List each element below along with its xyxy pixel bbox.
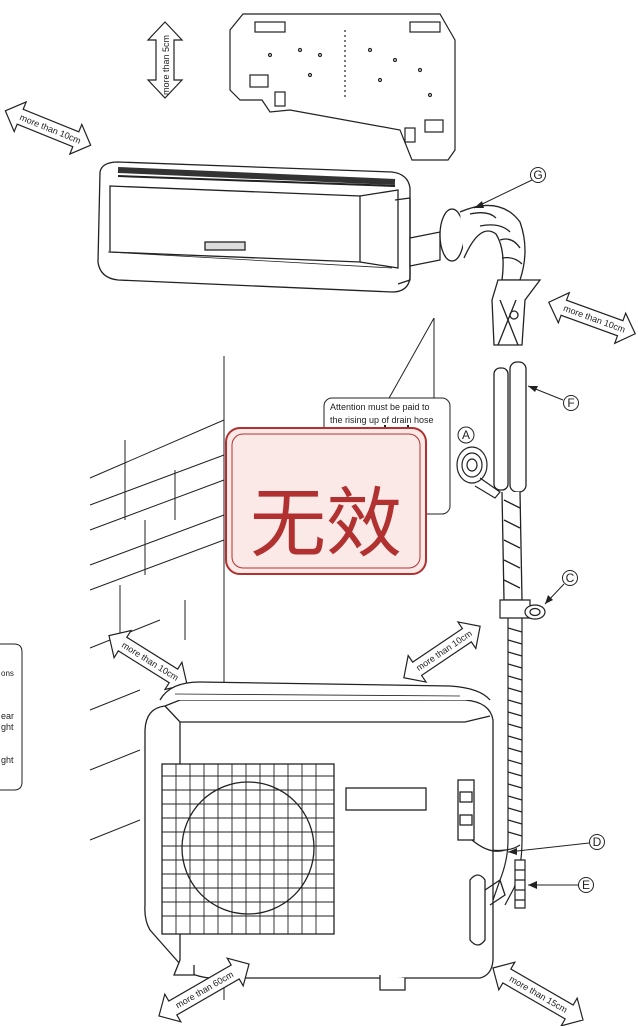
part-label-g: G	[473, 167, 546, 209]
mounting-plate	[229, 13, 456, 161]
clearance-label-left-lower: more than 10cm	[120, 640, 180, 683]
svg-text:F: F	[567, 396, 574, 410]
svg-text:ght: ght	[1, 722, 14, 732]
svg-text:ght: ght	[1, 755, 14, 765]
svg-text:A: A	[462, 428, 470, 442]
svg-text:C: C	[566, 571, 575, 585]
clearance-label-bottom-right: more than 15cm	[508, 974, 569, 1015]
part-label-c: C	[544, 570, 578, 605]
invalid-stamp: 无效	[225, 427, 427, 575]
corrugated-hose	[489, 618, 526, 909]
side-note: ons ear ght ght	[0, 643, 23, 791]
svg-text:G: G	[533, 168, 542, 182]
svg-text:D: D	[593, 835, 602, 849]
clearance-label-top: more than 5cm	[161, 35, 171, 95]
svg-text:E: E	[582, 878, 590, 892]
pipe-assembly-upper	[409, 204, 542, 346]
clearance-arrow-bottom-right: more than 15cm	[492, 961, 584, 1026]
part-label-d: D	[507, 834, 605, 855]
svg-text:ear: ear	[1, 711, 14, 721]
refrigerant-pipes	[493, 361, 527, 601]
indoor-unit	[97, 161, 411, 293]
callout-line-1: Attention must be paid to	[330, 402, 430, 412]
outdoor-unit	[144, 681, 506, 991]
svg-text:无效: 无效	[250, 479, 402, 568]
part-label-e: E	[528, 877, 594, 893]
svg-text:ons: ons	[1, 669, 14, 678]
clearance-arrow-top: more than 5cm	[146, 21, 184, 99]
part-label-f: F	[527, 385, 579, 411]
clearance-arrow-left-upper: more than 10cm	[4, 100, 92, 156]
callout-line-2: the rising up of drain hose	[330, 415, 434, 425]
clearance-label-center: more than 10cm	[414, 628, 474, 673]
hose-clamp-c	[499, 599, 546, 620]
clearance-arrow-right-upper: more than 10cm	[547, 291, 637, 345]
drain-coil-a	[456, 446, 501, 499]
clearance-arrow-center: more than 10cm	[403, 621, 481, 683]
part-label-a: A	[457, 426, 475, 444]
